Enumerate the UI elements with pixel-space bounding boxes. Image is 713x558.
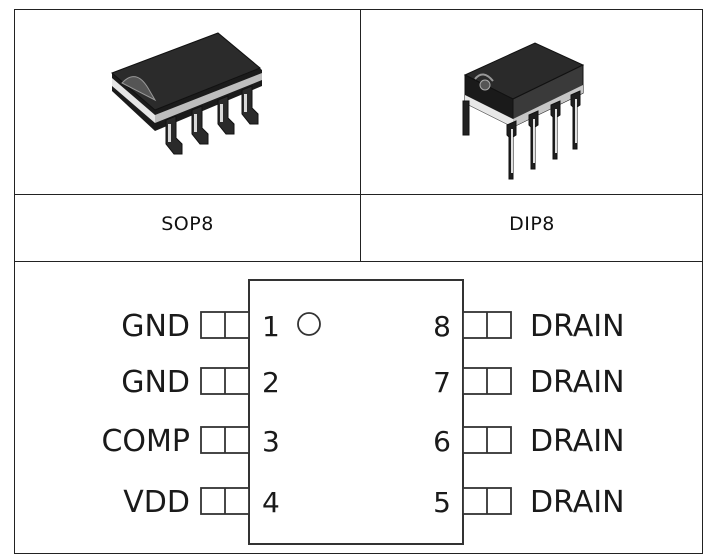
pinout-diagram: GND GND COMP VDD 1 2 3 4 8 7 6 5 DRAIN D… (101, 279, 625, 545)
pin-label-8: DRAIN (530, 309, 625, 344)
table-divider-vertical (360, 9, 361, 261)
pin-number-6: 6 (433, 425, 451, 458)
pin-number-5: 5 (433, 486, 451, 519)
pin-label-3: COMP (101, 424, 190, 459)
package-table (14, 9, 703, 554)
package-name-sop8: SOP8 (161, 213, 214, 235)
pin-number-3: 3 (262, 425, 280, 458)
pin-label-4: VDD (123, 485, 190, 520)
package-name-dip8: DIP8 (509, 213, 555, 235)
pin-number-8: 8 (433, 310, 451, 343)
table-divider-caption (14, 194, 703, 195)
pin1-circle-marker (297, 312, 321, 336)
pin-label-5: DRAIN (530, 485, 625, 520)
pin-label-6: DRAIN (530, 424, 625, 459)
table-divider-pinout (14, 261, 703, 262)
ic-body (248, 279, 464, 545)
dip8-chip-icon (462, 42, 585, 180)
pin-number-1: 1 (262, 310, 280, 343)
pin-number-7: 7 (433, 366, 451, 399)
pin-label-1: GND (121, 309, 190, 344)
sop8-chip-icon (111, 32, 262, 155)
pin-label-7: DRAIN (530, 365, 625, 400)
pin-number-2: 2 (262, 366, 280, 399)
pin-number-4: 4 (262, 486, 280, 519)
pin-label-2: GND (121, 365, 190, 400)
